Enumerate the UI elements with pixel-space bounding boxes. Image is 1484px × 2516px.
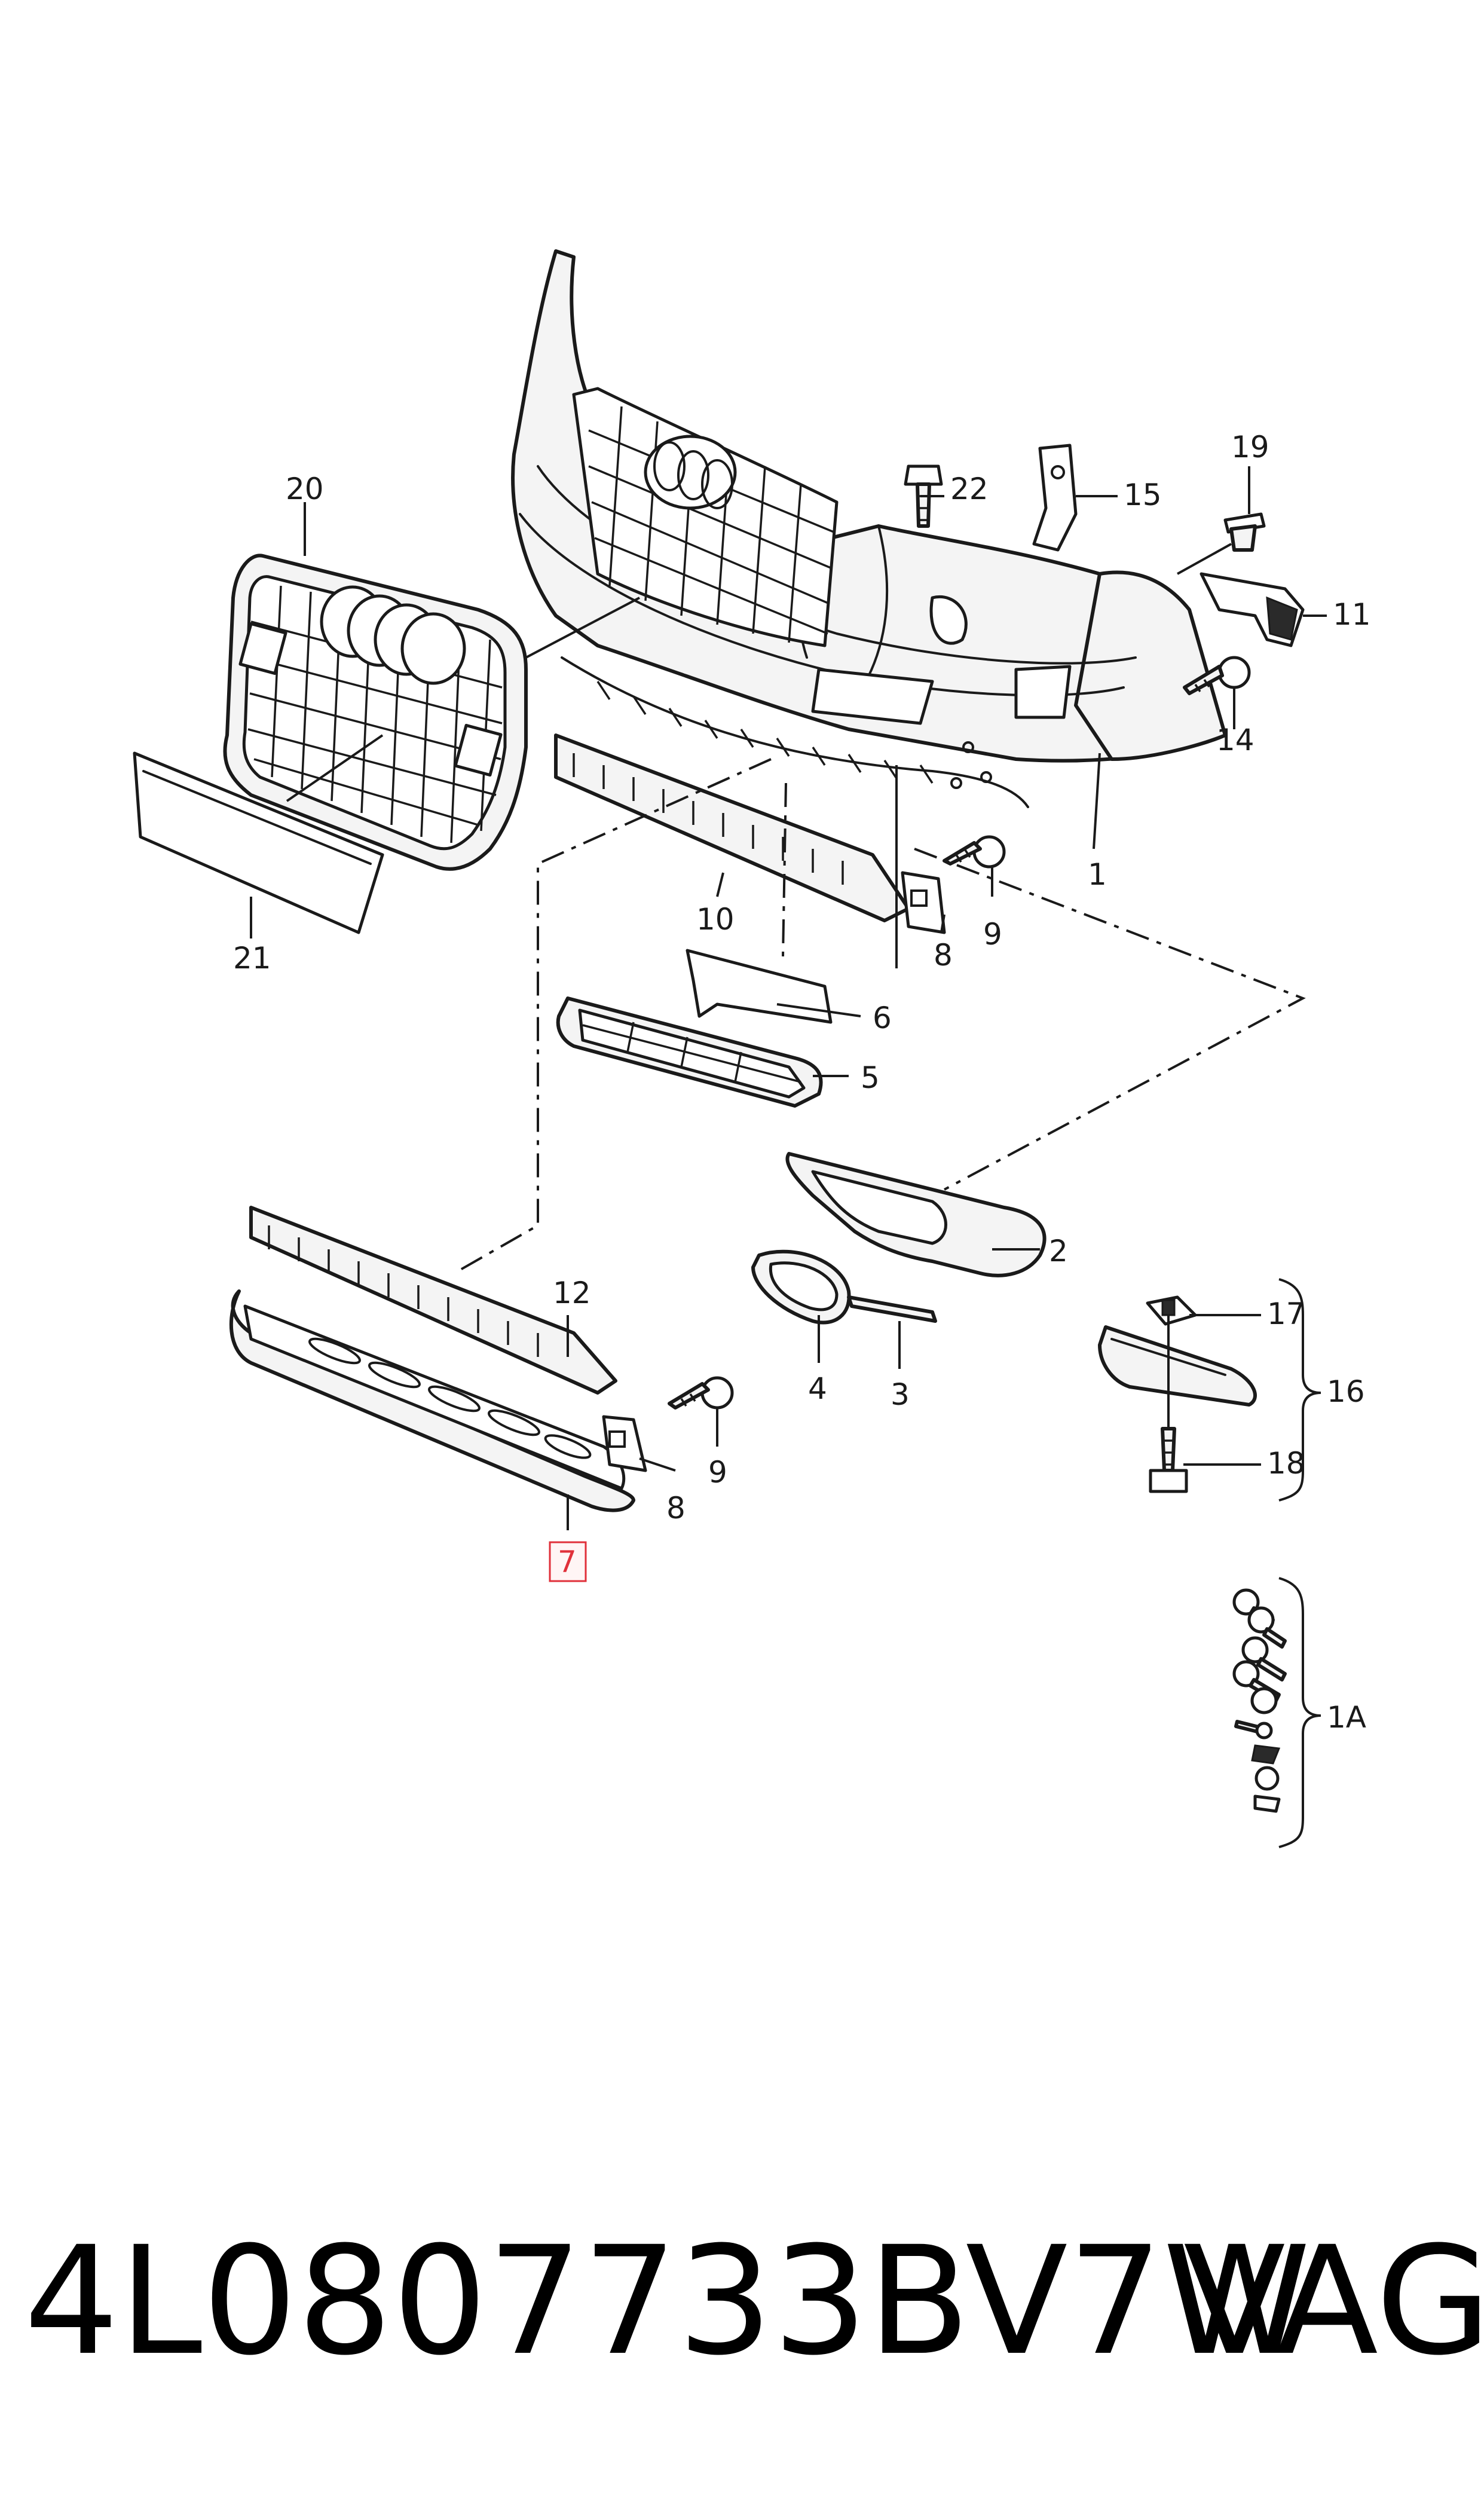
four-rings-logo [320, 585, 466, 685]
mounting-bracket-part [1032, 444, 1078, 552]
license-plate-base-part [133, 751, 384, 934]
footer: 4L0807733BV7W VAG [24, 2212, 1484, 2391]
radiator-grille-part [223, 554, 528, 871]
callout-22: 22 [950, 472, 989, 506]
callout-9-upper: 9 [983, 917, 1002, 952]
guide-bracket-part [1200, 572, 1305, 647]
spoiler-part [229, 1289, 635, 1512]
callout-1A: 1A [1327, 1700, 1366, 1735]
screw-part-upper [943, 835, 1006, 869]
trim-ring-part [751, 1249, 851, 1325]
callout-12: 12 [553, 1276, 591, 1310]
lower-grille-support-part [249, 1206, 617, 1395]
screw-part-lower [668, 1376, 734, 1410]
fastener-kit-part [1232, 1588, 1287, 1813]
callout-15: 15 [1124, 478, 1162, 512]
bumper-cover-part [511, 249, 1227, 808]
trim-strip-part [847, 1295, 937, 1323]
exploded-view-drawing: 1 2 3 4 5 6 8 9 10 11 12 14 15 16 17 18 … [133, 249, 1371, 1848]
callout-5: 5 [861, 1060, 880, 1095]
callout-14: 14 [1216, 723, 1254, 757]
callout-18: 18 [1267, 1446, 1305, 1481]
callout-21: 21 [233, 941, 271, 976]
bracket-part-lower [602, 1415, 647, 1472]
callout-3: 3 [891, 1377, 910, 1412]
closure-panel-part [686, 949, 833, 1024]
grille-insert-part [556, 996, 823, 1108]
highlighted-callout-7: 7 [549, 1541, 587, 1582]
callout-2: 2 [1049, 1234, 1068, 1268]
callout-10: 10 [696, 902, 735, 937]
leader-lines [250, 466, 1327, 1530]
callout-19: 19 [1231, 430, 1269, 464]
bolt-part [904, 464, 943, 528]
callout-17: 17 [1267, 1297, 1305, 1331]
callout-8-lower: 8 [666, 1491, 686, 1526]
part-number: 4L0807733BV7W [24, 2214, 1311, 2388]
nut-part [1146, 1295, 1197, 1326]
callout-6: 6 [873, 1001, 892, 1035]
assembly-lines [454, 758, 1306, 1274]
callout-20: 20 [286, 472, 324, 506]
bracket-part-upper [901, 871, 946, 934]
clip-part [1223, 512, 1266, 552]
assembly-bracket-16 [1278, 1278, 1321, 1502]
callout-16: 16 [1327, 1374, 1365, 1409]
guide-assembly-part [1098, 1325, 1257, 1407]
callout-9-lower: 9 [708, 1455, 727, 1490]
callout-8-upper: 8 [934, 938, 953, 973]
screw-part-guide [1149, 1427, 1188, 1493]
callout-1: 1 [1088, 857, 1107, 892]
callout-4: 4 [808, 1371, 827, 1406]
callout-11: 11 [1333, 597, 1371, 632]
brand-label: VAG [1183, 2214, 1484, 2388]
lower-grille-part [785, 1152, 1047, 1277]
callout-7: 7 [558, 1545, 577, 1579]
assembly-bracket-1A [1278, 1577, 1321, 1848]
